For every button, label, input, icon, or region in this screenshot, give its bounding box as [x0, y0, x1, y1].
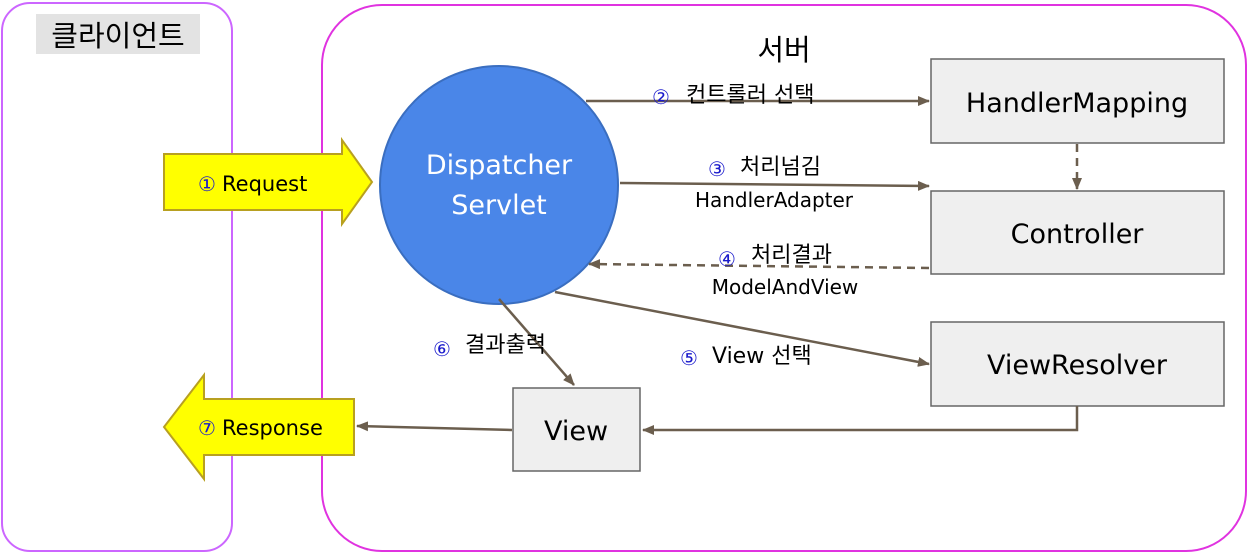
- dispatcher-servlet-node: [379, 65, 619, 305]
- controller-box: [930, 190, 1225, 275]
- response-arrow: [162, 372, 355, 482]
- arrow-select-view: [554, 290, 930, 367]
- client-title: 클라이언트: [51, 19, 184, 53]
- step1-number: ①: [198, 172, 216, 196]
- handler-mapping-box: [930, 58, 1225, 144]
- step6-label: 결과출력: [465, 333, 546, 358]
- step3-label: 처리넘김: [740, 155, 821, 180]
- server-region: [321, 4, 1247, 552]
- step4-number: ④: [718, 247, 736, 271]
- step5-label: View 선택: [712, 344, 812, 369]
- view-label: View: [544, 416, 608, 447]
- request-arrow: [163, 136, 374, 228]
- handler-mapping-label: HandlerMapping: [966, 88, 1188, 119]
- controller-label: Controller: [1011, 219, 1145, 250]
- step5-number: ⑤: [680, 346, 698, 370]
- view-box: [512, 387, 641, 472]
- step3-number: ③: [708, 157, 726, 181]
- arrow-resolver-to-view: [642, 406, 1079, 435]
- step2-number: ②: [652, 85, 670, 109]
- view-resolver-label: ViewResolver: [987, 350, 1168, 381]
- dispatcher-label-line2: Servlet: [451, 190, 547, 221]
- step7-label: Response: [222, 416, 323, 440]
- step4-sublabel: ModelAndView: [712, 275, 859, 299]
- arrow-handle-request: [619, 180, 930, 191]
- client-region: [1, 2, 233, 552]
- step6-number: ⑥: [433, 337, 451, 361]
- arrow-render-output: [498, 298, 575, 386]
- arrow-view-to-response: [356, 421, 513, 432]
- arrow-handle-result: [588, 259, 930, 270]
- step3-sublabel: HandlerAdapter: [695, 188, 854, 212]
- step4-label: 처리결과: [751, 243, 832, 268]
- step1-label: Request: [222, 172, 307, 196]
- step2-label: 컨트롤러 선택: [686, 83, 814, 108]
- client-title-bg: [36, 14, 200, 54]
- dispatcher-label-line1: Dispatcher: [426, 150, 573, 181]
- step7-number: ⑦: [198, 416, 216, 440]
- server-title: 서버: [757, 33, 810, 67]
- view-resolver-box: [930, 321, 1225, 407]
